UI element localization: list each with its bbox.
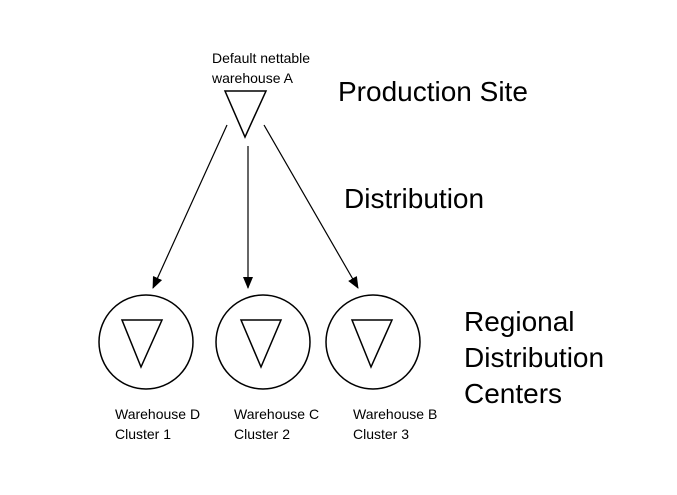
distribution-label: Distribution: [344, 183, 485, 214]
warehouse-b-cluster: Cluster 3: [353, 426, 410, 442]
regional-label-line2: Distribution: [464, 342, 605, 373]
warehouse-b-label: Warehouse B Cluster 3: [353, 404, 437, 444]
warehouse-d-name: Warehouse D: [115, 406, 201, 422]
warehouse-c-triangle: [239, 319, 283, 369]
source-warehouse-label-line2: warehouse A: [212, 70, 293, 86]
warehouse-b-triangle: [350, 319, 394, 369]
warehouse-d-cluster: Cluster 1: [115, 426, 172, 442]
regional-distribution-centers-label: Regional Distribution Centers: [464, 304, 604, 412]
warehouse-b-name: Warehouse B: [353, 406, 438, 422]
warehouse-c-label: Warehouse C Cluster 2: [234, 404, 319, 444]
arrow-to-warehouse-d: [152, 124, 228, 289]
source-warehouse-label-line1: Default nettable: [212, 50, 311, 66]
production-site-label: Production Site: [338, 76, 528, 107]
regional-label-line3: Centers: [464, 378, 563, 409]
warehouse-d-label: Warehouse D Cluster 1: [115, 404, 200, 444]
warehouse-c-name: Warehouse C: [234, 406, 320, 422]
warehouse-d-triangle: [120, 319, 164, 369]
source-warehouse-triangle: [223, 90, 268, 139]
arrow-to-warehouse-b: [263, 124, 359, 289]
regional-label-line1: Regional: [464, 306, 575, 337]
source-warehouse-label: Default nettable warehouse A: [212, 48, 310, 88]
warehouse-c-cluster: Cluster 2: [234, 426, 291, 442]
